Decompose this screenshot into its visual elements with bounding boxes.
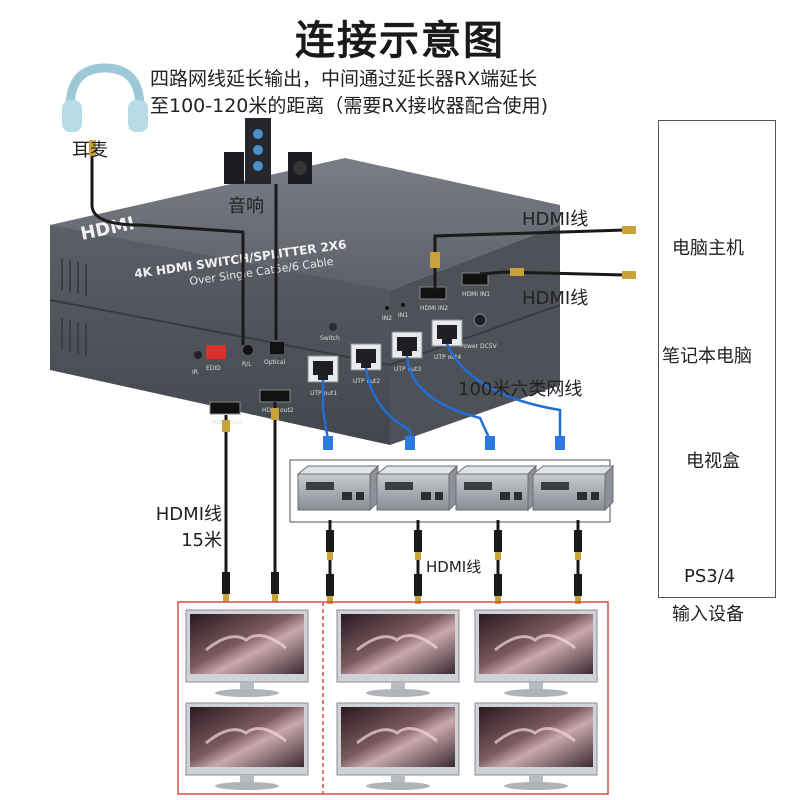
hdmi-cable-bottom-label: HDMI线 <box>426 558 482 576</box>
cat6-cable-label: 100米六类网线 <box>458 379 583 400</box>
cat6-cables <box>321 343 562 441</box>
monitor-4 <box>184 701 310 792</box>
rx-receivers-group <box>289 459 614 523</box>
ir-label: IR <box>192 369 198 376</box>
input-devices-caption: 输入设备 <box>672 604 744 625</box>
monitor-6 <box>473 701 599 792</box>
switch-label: Switch <box>320 335 340 342</box>
utp-out2-port[interactable] <box>350 343 382 371</box>
monitor-1 <box>184 608 310 699</box>
description-line-1: 四路网线延长输出，中间通过延长器RX端延长 <box>150 68 538 90</box>
device-label-ps: PS3/4 <box>684 566 736 587</box>
device-label-pc: 电脑主机 <box>672 238 744 259</box>
edid-switch[interactable] <box>206 345 226 359</box>
hdmi-in1-port[interactable] <box>461 272 489 286</box>
utp-out4-port[interactable] <box>431 319 463 347</box>
rl-label: R/L <box>242 361 252 368</box>
description-line-2: 至100-120米的距离（需要RX接收器配合使用) <box>150 95 549 117</box>
description: 四路网线延长输出，中间通过延长器RX端延长 至100-120米的距离（需要RX接… <box>150 66 670 120</box>
page-title: 连接示意图 <box>295 18 505 64</box>
hdmi-out1-port[interactable] <box>209 401 241 415</box>
rx-receiver-1 <box>297 465 379 511</box>
input-devices-panel <box>658 120 776 598</box>
device-label-tvbox: 电视盒 <box>686 451 740 472</box>
rl-audio-port[interactable] <box>243 345 253 355</box>
hdmi-cable-label-1: HDMI线 <box>522 209 589 230</box>
rx-receiver-4 <box>532 465 614 511</box>
rx-receiver-2 <box>376 465 458 511</box>
utp-out4-label: UTP out4 <box>434 354 461 361</box>
utp-out3-port[interactable] <box>391 331 423 359</box>
switch-front <box>50 225 390 445</box>
hdmi-15m-label-b: 15米 <box>181 530 222 551</box>
in1-led-label: IN1 <box>398 312 408 319</box>
headphones-label: 耳麦 <box>72 140 108 161</box>
power-port[interactable] <box>473 313 487 327</box>
headphones-icon <box>62 63 148 132</box>
optical-label: Optical <box>264 359 286 366</box>
hdmi-in2-label: HDMI IN2 <box>420 305 448 312</box>
power-label: Power DC5V <box>460 343 498 350</box>
monitors-frame <box>177 601 609 795</box>
monitor-5 <box>335 701 461 792</box>
hdmi-in2-port[interactable] <box>419 286 447 300</box>
hdmi-out2-port[interactable] <box>259 389 291 403</box>
utp-out2-label: UTP out2 <box>353 378 380 385</box>
utp-out3-label: UTP out3 <box>394 366 421 373</box>
edid-label: EDID <box>206 365 221 372</box>
in2-led-label: IN2 <box>382 315 392 322</box>
rx-receiver-3 <box>455 465 537 511</box>
monitor-2 <box>335 608 461 699</box>
hdmi-cable-label-2: HDMI线 <box>522 288 589 309</box>
optical-port[interactable] <box>270 342 284 354</box>
hdmi-input-cable-2 <box>479 270 626 277</box>
hdmi-15m-label-a: HDMI线 <box>155 504 222 525</box>
device-label-laptop: 笔记本电脑 <box>662 346 752 367</box>
switch-button[interactable] <box>329 323 337 331</box>
monitor-3 <box>473 608 599 699</box>
speakers-label: 音响 <box>228 196 264 217</box>
hdmi-in1-label: HDMI IN1 <box>462 291 490 298</box>
ir-port[interactable] <box>194 351 202 359</box>
headphone-cable <box>90 150 245 345</box>
utp-out1-port[interactable] <box>307 355 339 383</box>
hdmi-15m-label: HDMI线 15米 <box>140 500 222 552</box>
speakers-icon <box>224 118 312 184</box>
hdmi-input-cable-1 <box>433 228 626 290</box>
